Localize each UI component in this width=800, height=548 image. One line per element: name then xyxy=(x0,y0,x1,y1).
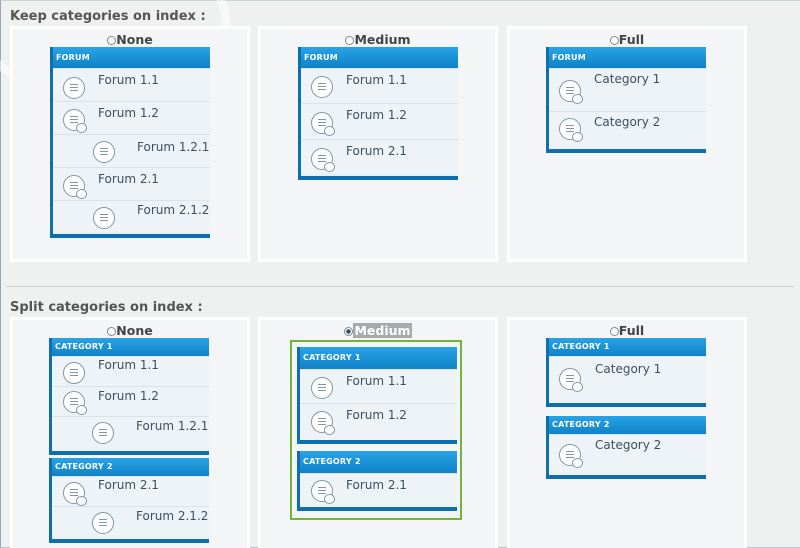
radio-icon[interactable] xyxy=(609,36,619,45)
radio-icon[interactable] xyxy=(345,36,355,45)
forum-icon xyxy=(93,207,115,229)
category-row: Category 2 xyxy=(549,111,706,149)
forum-row: Forum 1.1 xyxy=(52,356,209,386)
forum-with-subforum-icon xyxy=(559,368,583,392)
category-row: Category 1 xyxy=(549,356,706,403)
forum-row: Forum 1.1 xyxy=(300,369,457,403)
subforum-row: Forum 1.2.1 xyxy=(52,416,209,451)
section-title-keep: Keep categories on index : xyxy=(10,9,206,24)
forum-icon xyxy=(93,141,115,163)
selection-outline xyxy=(290,340,462,520)
section-title-split: Split categories on index : xyxy=(10,300,203,315)
panel-header: FORUM xyxy=(53,47,210,68)
panel-header: CATEGORY 2 xyxy=(549,416,706,434)
option-split-full[interactable]: Full CATEGORY 1 Category 1 CATEGORY 2 Ca… xyxy=(507,317,747,548)
radio-keep-full[interactable]: Full xyxy=(510,32,744,47)
forum-with-subforum-icon xyxy=(311,148,335,172)
subforum-row: Forum 1.2.1 xyxy=(53,134,210,167)
forum-with-subforum-icon xyxy=(63,109,87,133)
radio-icon[interactable] xyxy=(107,36,117,45)
forum-with-subforum-icon xyxy=(63,482,87,506)
panel-header: FORUM xyxy=(549,47,706,68)
preview-panel: FORUM Forum 1.1 Forum 1.2 Forum 1.2.1 Fo… xyxy=(50,47,210,238)
option-keep-full[interactable]: Full FORUM Category 1 Category 2 xyxy=(507,26,747,262)
preview-panel: CATEGORY 2 Category 2 xyxy=(546,416,706,479)
panel-header: CATEGORY 1 xyxy=(52,338,209,356)
forum-with-subforum-icon xyxy=(311,112,335,136)
forum-icon xyxy=(311,377,333,399)
forum-row: Forum 1.2 xyxy=(301,103,458,139)
section-divider xyxy=(6,286,794,287)
forum-row: Forum 2.1 xyxy=(53,167,210,200)
forum-row: Forum 1.2 xyxy=(300,403,457,440)
forum-icon xyxy=(311,76,333,98)
preview-panel: CATEGORY 1 Category 1 xyxy=(546,338,706,407)
radio-keep-medium[interactable]: Medium xyxy=(261,32,495,47)
forum-row: Forum 2.1 xyxy=(52,476,209,506)
preview-panel: CATEGORY 1 Forum 1.1 Forum 1.2 Forum 1.2… xyxy=(49,338,209,455)
forum-row: Forum 1.2 xyxy=(53,101,210,134)
radio-split-none[interactable]: None xyxy=(13,323,247,338)
forum-with-subforum-icon xyxy=(559,444,583,468)
radio-keep-none[interactable]: None xyxy=(13,32,247,47)
forum-row: Forum 2.1 xyxy=(301,139,458,173)
preview-panel: CATEGORY 2 Forum 2.1 Forum 2.1.2 xyxy=(49,458,209,543)
forum-with-subforum-icon xyxy=(63,391,87,415)
panel-header: CATEGORY 2 xyxy=(52,458,209,476)
radio-icon[interactable] xyxy=(107,327,117,336)
radio-icon[interactable] xyxy=(609,327,619,336)
subforum-row: Forum 2.1.2 xyxy=(53,200,210,233)
option-keep-medium[interactable]: Medium FORUM Forum 1.1 Forum 1.2 Forum 2… xyxy=(258,26,498,262)
radio-split-medium[interactable]: Medium xyxy=(261,323,495,338)
option-split-none[interactable]: None CATEGORY 1 Forum 1.1 Forum 1.2 Foru… xyxy=(10,317,250,548)
category-row: Category 1 xyxy=(549,68,706,111)
subforum-row: Forum 2.1.2 xyxy=(52,506,209,539)
preview-panel: CATEGORY 2 Forum 2.1 xyxy=(297,451,457,511)
preview-panel: FORUM Forum 1.1 Forum 1.2 Forum 2.1 xyxy=(298,47,458,180)
forum-icon xyxy=(92,422,114,444)
forum-row: Forum 1.1 xyxy=(53,68,210,101)
forum-row: Forum 1.2 xyxy=(52,386,209,416)
preview-panel: FORUM Category 1 Category 2 xyxy=(546,47,706,153)
option-split-medium[interactable]: Medium CATEGORY 1 Forum 1.1 Forum 1.2 CA… xyxy=(258,317,498,548)
forum-with-subforum-icon xyxy=(559,80,583,104)
preview-panel: CATEGORY 1 Forum 1.1 Forum 1.2 xyxy=(297,347,457,444)
panel-header: CATEGORY 2 xyxy=(300,451,457,473)
forum-with-subforum-icon xyxy=(311,480,335,504)
panel-header: CATEGORY 1 xyxy=(549,338,706,356)
forum-with-subforum-icon xyxy=(311,411,335,435)
forum-row: Forum 1.1 xyxy=(301,68,458,103)
forum-icon xyxy=(63,362,85,384)
forum-with-subforum-icon xyxy=(559,118,583,142)
radio-icon[interactable] xyxy=(344,327,354,336)
forum-row: Forum 2.1 xyxy=(300,473,457,507)
panel-header: FORUM xyxy=(301,47,458,68)
radio-split-full[interactable]: Full xyxy=(510,323,744,338)
panel-header: CATEGORY 1 xyxy=(300,347,457,369)
category-row: Category 2 xyxy=(549,434,706,475)
option-keep-none[interactable]: None FORUM Forum 1.1 Forum 1.2 Forum 1.2… xyxy=(10,26,250,262)
forum-with-subforum-icon xyxy=(63,175,87,199)
forum-icon xyxy=(63,77,85,99)
forum-icon xyxy=(92,512,114,534)
